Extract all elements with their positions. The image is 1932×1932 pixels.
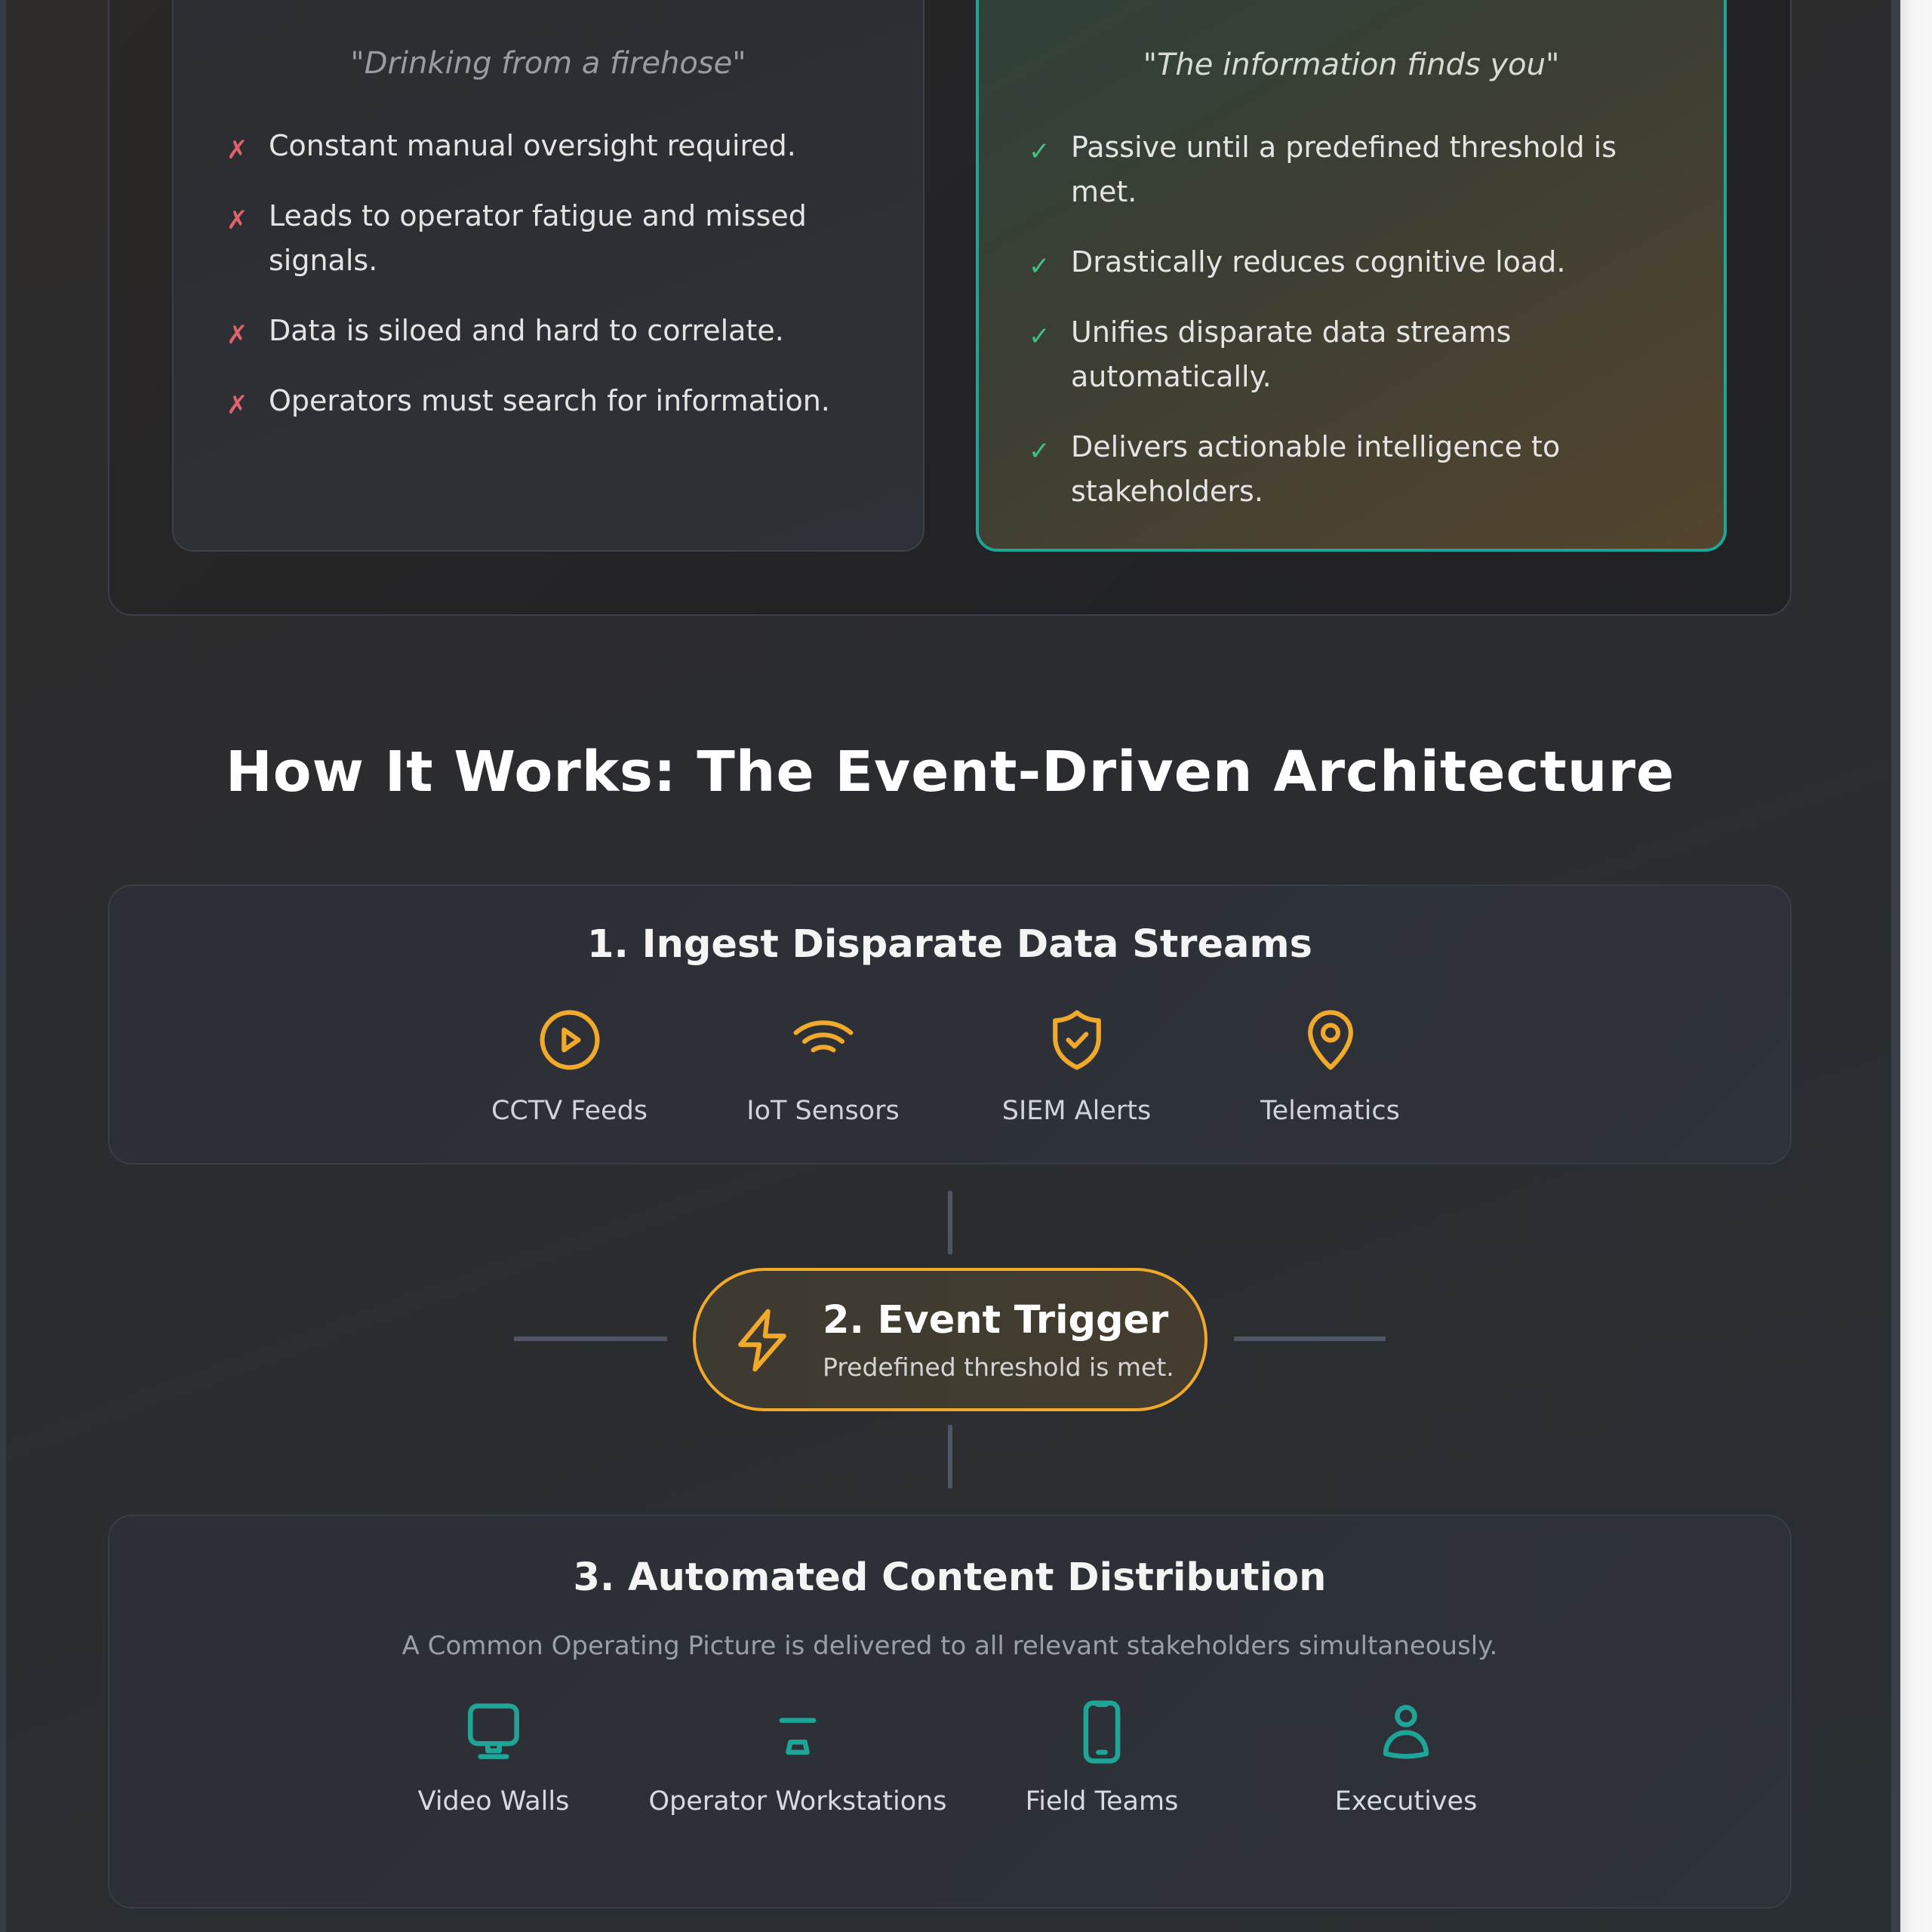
event-trigger-title: 2. Event Trigger	[823, 1298, 1169, 1343]
benefit-item: ✓ Passive until a predefined threshold is…	[1029, 125, 1678, 214]
event-driven-approach-card: "The information finds you" ✓ Passive unt…	[976, 0, 1727, 552]
monitor-icon	[468, 1703, 519, 1759]
benefit-item: ✓ Drastically reduces cognitive load.	[1029, 240, 1678, 285]
wifi-icon	[793, 1020, 853, 1053]
traditional-approach-card: "Drinking from a firehose" ✗ Constant man…	[172, 0, 924, 552]
play-circle-icon	[540, 1010, 599, 1070]
workstation-icon	[779, 1718, 817, 1755]
source-iot: IoT Sensors	[697, 1005, 950, 1131]
x-mark-icon: ✗	[226, 390, 248, 420]
shield-check-icon	[1052, 1010, 1101, 1070]
source-label: Telematics	[1260, 1096, 1400, 1126]
benefit-text: Passive until a predefined threshold is …	[1071, 131, 1617, 208]
benefit-text: Unifies disparate data streams automatic…	[1071, 315, 1512, 393]
x-mark-icon: ✗	[226, 135, 248, 165]
drawback-text: Leads to operator fatigue and missed sig…	[269, 199, 807, 277]
destination-label: Operator Workstations	[648, 1786, 947, 1817]
checkmark-icon: ✓	[1029, 137, 1051, 167]
benefit-text: Drastically reduces cognitive load.	[1071, 245, 1566, 278]
scrollbar-gutter	[1891, 0, 1900, 1932]
drawback-item: ✗ Constant manual oversight required.	[226, 124, 878, 168]
lightning-bolt-icon	[738, 1309, 786, 1372]
event-driven-quote: "The information finds you"	[1143, 48, 1560, 82]
drawback-item: ✗ Operators must search for information.	[226, 379, 878, 423]
x-mark-icon: ✗	[226, 205, 248, 235]
destination-label: Executives	[1334, 1786, 1478, 1817]
traditional-quote: "Drinking from a firehose"	[350, 46, 746, 81]
scrollbar-track[interactable]	[1900, 0, 1932, 1932]
section-title: How It Works: The Event-Driven Architect…	[225, 740, 1675, 804]
connector-line-right	[1234, 1337, 1386, 1341]
page-left-edge	[0, 0, 6, 1932]
x-mark-icon: ✗	[226, 320, 248, 350]
event-driven-benefits-list: ✓ Passive until a predefined threshold is…	[1029, 125, 1678, 540]
map-pin-icon	[1307, 1010, 1353, 1070]
benefit-text: Delivers actionable intelligence to stak…	[1071, 430, 1561, 508]
drawback-text: Operators must search for information.	[269, 384, 830, 417]
step-distribution-card: 3. Automated Content Distribution A Comm…	[108, 1515, 1792, 1909]
step-distribution-description: A Common Operating Picture is delivered …	[401, 1631, 1498, 1661]
connector-line-bottom	[948, 1425, 952, 1488]
source-siem: SIEM Alerts	[950, 1005, 1204, 1131]
source-label: IoT Sensors	[746, 1096, 900, 1126]
connector-line-top	[948, 1191, 952, 1254]
destinations-row: Video Walls Operator Workstations Field …	[109, 1697, 1790, 1821]
destination-field-teams: Field Teams	[950, 1697, 1254, 1821]
step-ingest-card: 1. Ingest Disparate Data Streams CCTV Fe…	[108, 884, 1792, 1164]
destination-executives: Executives	[1254, 1697, 1558, 1821]
traditional-drawbacks-list: ✗ Constant manual oversight required. ✗ Le…	[226, 124, 878, 449]
user-icon	[1383, 1705, 1429, 1759]
checkmark-icon: ✓	[1029, 436, 1051, 466]
comparison-section: "Drinking from a firehose" ✗ Constant man…	[108, 0, 1792, 616]
drawback-text: Constant manual oversight required.	[269, 129, 796, 162]
source-telematics: Telematics	[1204, 1005, 1457, 1131]
event-trigger-subtitle: Predefined threshold is met.	[823, 1352, 1174, 1382]
source-cctv: CCTV Feeds	[443, 1005, 697, 1131]
event-trigger-node: 2. Event Trigger Predefined threshold is…	[693, 1268, 1208, 1411]
smartphone-icon	[1083, 1700, 1121, 1764]
destination-video-walls: Video Walls	[342, 1697, 646, 1821]
destination-label: Video Walls	[417, 1786, 570, 1817]
drawback-text: Data is siloed and hard to correlate.	[269, 314, 784, 347]
step-ingest-title: 1. Ingest Disparate Data Streams	[587, 922, 1312, 967]
destination-operator-workstations: Operator Workstations	[646, 1697, 950, 1821]
source-label: SIEM Alerts	[1001, 1096, 1152, 1126]
connector-line-left	[514, 1337, 667, 1341]
destination-label: Field Teams	[1025, 1786, 1179, 1817]
drawback-item: ✗ Data is siloed and hard to correlate.	[226, 309, 878, 353]
source-label: CCTV Feeds	[491, 1096, 648, 1126]
benefit-item: ✓ Delivers actionable intelligence to sta…	[1029, 425, 1678, 514]
data-sources-row: CCTV Feeds IoT Sensors SIEM Alerts Telem…	[109, 1005, 1790, 1131]
benefit-item: ✓ Unifies disparate data streams automati…	[1029, 310, 1678, 399]
step-distribution-title: 3. Automated Content Distribution	[573, 1555, 1327, 1600]
drawback-item: ✗ Leads to operator fatigue and missed si…	[226, 194, 878, 283]
checkmark-icon: ✓	[1029, 321, 1051, 352]
checkmark-icon: ✓	[1029, 251, 1051, 281]
